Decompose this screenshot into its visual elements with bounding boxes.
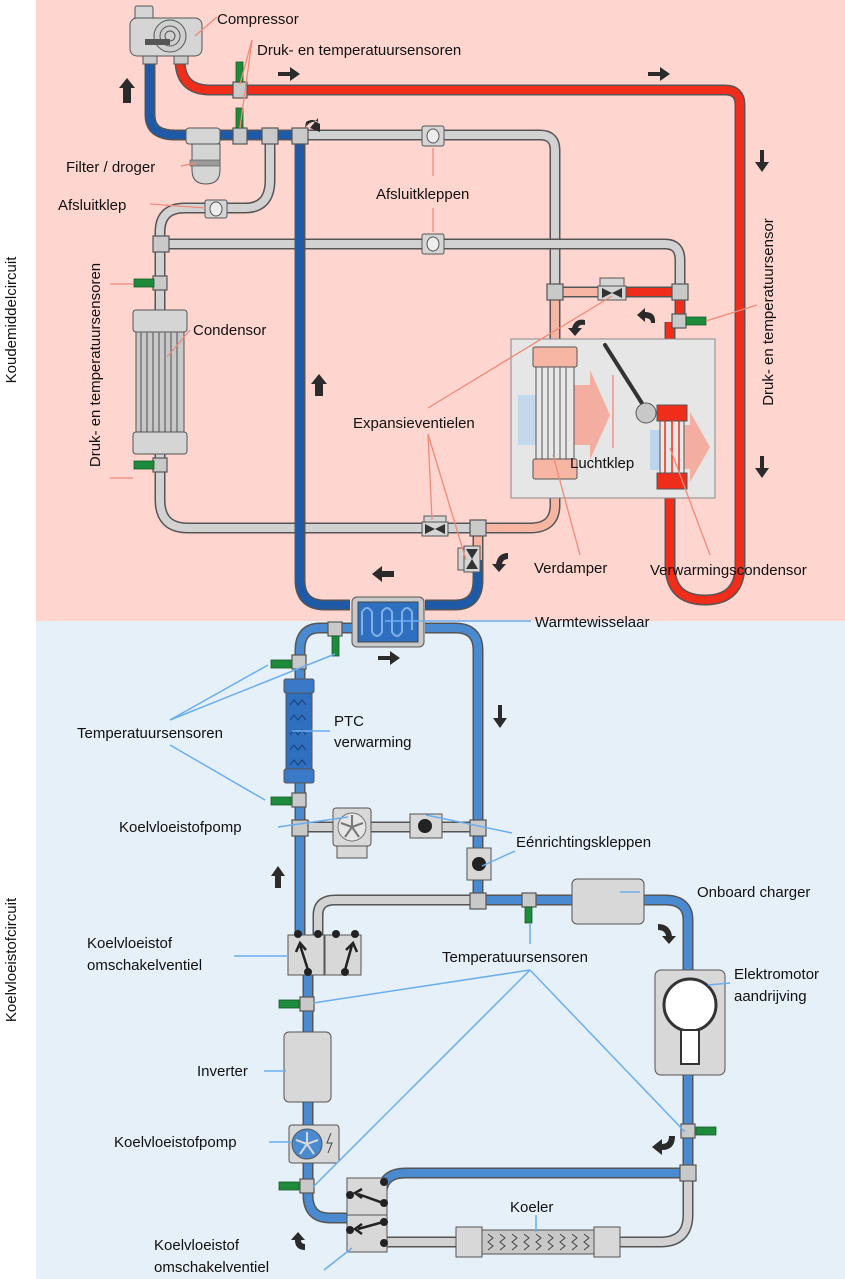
- check-valve-vertical: [466, 847, 492, 881]
- coolant-circuit-title: Koelvloeistofcircuit: [3, 897, 20, 1022]
- shutoff-valve: [204, 199, 228, 219]
- shutoff-valve-lower: [421, 233, 445, 255]
- label-ptc-line1: PTC: [334, 713, 364, 730]
- condenser: [132, 309, 188, 455]
- label-evaporator: Verdamper: [534, 560, 607, 577]
- label-inverter: Inverter: [197, 1063, 248, 1080]
- label-switch-valve-1-line2: omschakelventiel: [87, 957, 202, 974]
- label-coolant-pump-2: Koelvloeistofpomp: [114, 1134, 237, 1151]
- expansion-valve-bottom: [457, 545, 481, 573]
- label-onboard-charger: Onboard charger: [697, 884, 810, 901]
- label-check-valves: Eénrichtingskleppen: [516, 834, 651, 851]
- fittings: [152, 81, 689, 537]
- label-pt-sensors-top: Druk- en temperatuursensoren: [257, 42, 461, 59]
- flow-arrows-coolant: [271, 651, 676, 1250]
- filter-dryer: [185, 127, 221, 185]
- label-shutoff-valves: Afsluitkleppen: [376, 186, 469, 203]
- heat-exchanger: [351, 596, 425, 648]
- label-compressor: Compressor: [217, 11, 299, 28]
- sensor-icons-coolant: [270, 635, 717, 1191]
- switch-valve-upper: [287, 930, 362, 976]
- label-pt-sensor-right: Druk- en temperatuursensor: [760, 218, 777, 406]
- cooler: [455, 1226, 621, 1258]
- expansion-valve-top: [597, 277, 627, 301]
- onboard-charger: [571, 878, 645, 925]
- flow-arrows-refrigerant: [119, 67, 769, 582]
- label-air-flap: Luchtklep: [570, 455, 634, 472]
- label-motor-line2: aandrijving: [734, 988, 807, 1005]
- label-switch-valve-1-line1: Koelvloeistof: [87, 935, 173, 952]
- label-cooler: Koeler: [510, 1199, 553, 1216]
- leader-lines-refrigerant: [110, 16, 758, 561]
- label-heating-condenser: Verwarmingscondensor: [650, 562, 807, 579]
- label-switch-valve-2-line1: Koelvloeistof: [154, 1237, 240, 1254]
- label-switch-valve-2-line2: omschakelventiel: [154, 1259, 269, 1276]
- label-shutoff-valve: Afsluitklep: [58, 197, 126, 214]
- expansion-valve-left: [421, 515, 449, 537]
- label-expansion-valves: Expansieventielen: [353, 415, 475, 432]
- inverter: [283, 1031, 332, 1103]
- compressor: [129, 5, 203, 65]
- evaporator: [532, 346, 578, 480]
- switch-valve-lower: [346, 1177, 388, 1253]
- label-temp-sensors-1: Temperatuursensoren: [77, 725, 223, 742]
- electric-motor: [654, 969, 726, 1076]
- label-coolant-pump-1: Koelvloeistofpomp: [119, 819, 242, 836]
- sensor-icons-refrigerant: [133, 61, 707, 470]
- coolant-neutral-pipes: [300, 821, 694, 1248]
- label-filter-dryer: Filter / droger: [66, 159, 155, 176]
- label-heat-exchanger: Warmtewisselaar: [535, 614, 649, 631]
- label-temp-sensors-2: Temperatuursensoren: [442, 949, 588, 966]
- heating-condenser: [656, 404, 688, 490]
- shutoff-valve-upper: [421, 125, 445, 147]
- label-motor-line1: Elektromotor: [734, 966, 819, 983]
- coolant-pump-upper: [332, 807, 372, 859]
- label-condenser: Condensor: [193, 322, 266, 339]
- label-pt-sensors-left: Druk- en temperatuursensoren: [87, 263, 104, 467]
- label-ptc-line2: verwarming: [334, 734, 412, 751]
- leader-lines-coolant: [169, 620, 731, 1271]
- coolant-pipes: [294, 622, 694, 1224]
- coolant-pump-lower: [288, 1124, 340, 1164]
- check-valve-horizontal: [409, 813, 443, 839]
- refrigerant-circuit-title: Koudemiddelcircuit: [3, 256, 20, 384]
- coolant-fittings: [291, 621, 697, 1194]
- neutral-pipes: [154, 129, 686, 534]
